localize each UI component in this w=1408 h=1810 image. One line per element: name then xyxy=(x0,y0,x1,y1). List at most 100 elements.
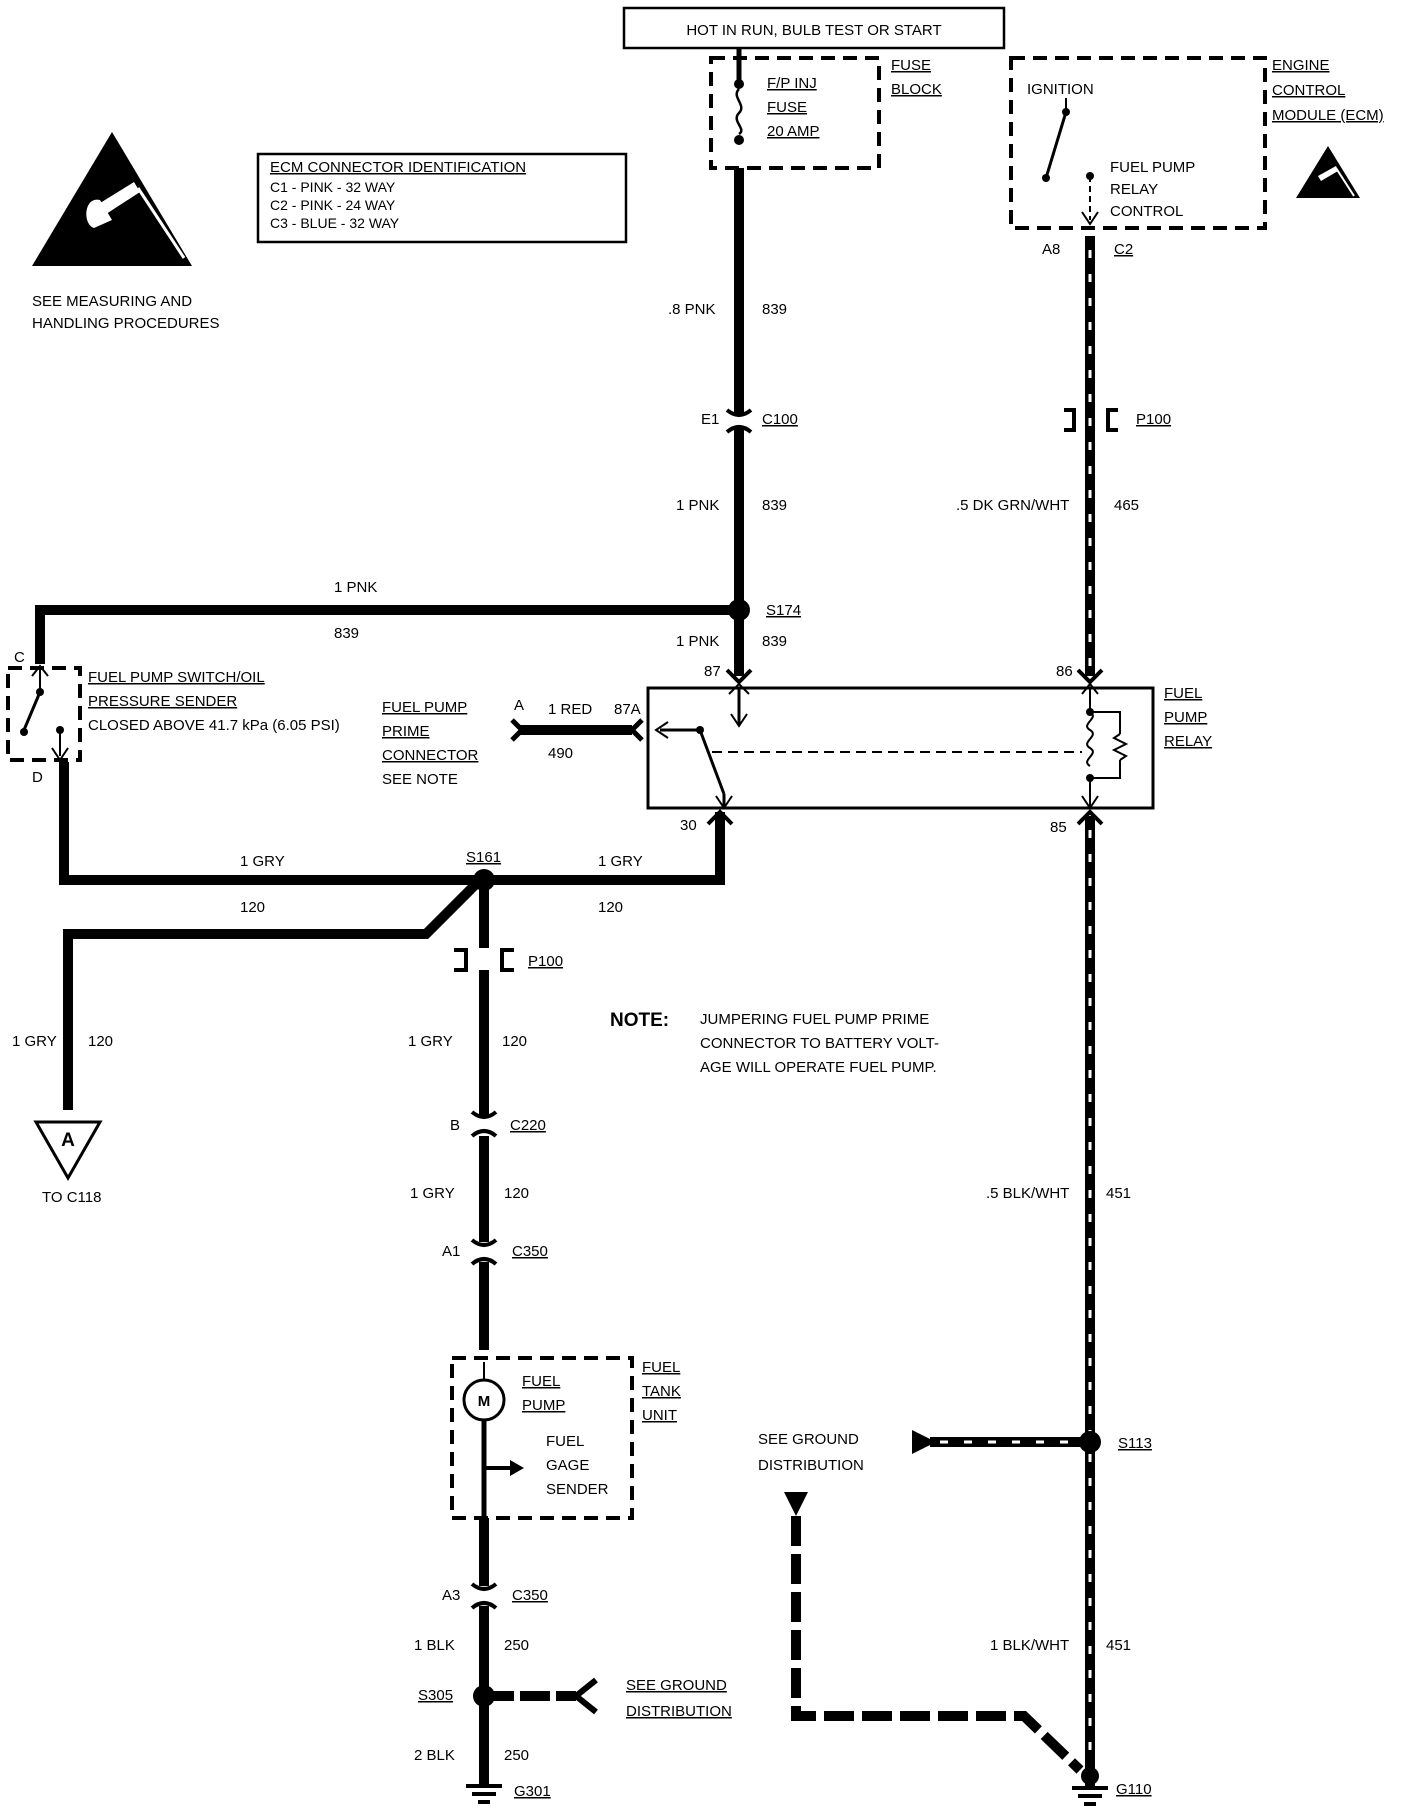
wire-120-b-gauge: 1 GRY xyxy=(598,853,643,870)
ecm-pin-a8: A8 xyxy=(1042,241,1060,258)
fuse-block-box xyxy=(709,56,881,170)
fuel-gage-label-3: SENDER xyxy=(546,1481,609,1498)
oil-switch-box xyxy=(6,666,82,762)
wire-120-c-circuit: 120 xyxy=(88,1033,113,1050)
oil-switch-icon xyxy=(20,664,69,762)
wire-839-d-circuit: 839 xyxy=(762,633,787,650)
splice-s174 xyxy=(728,599,750,621)
wire-120-e-circuit: 120 xyxy=(504,1185,529,1202)
ground-g301-icon xyxy=(466,1784,502,1804)
ecm-label-1: ENGINE xyxy=(1272,57,1330,74)
s305-ground-arrow-icon xyxy=(571,1677,598,1715)
s113-label: S113 xyxy=(1118,1435,1152,1452)
fuel-tank-unit-box xyxy=(450,1356,634,1520)
fuse-rating: 20 AMP xyxy=(767,123,820,140)
wire-839-c-circuit: 839 xyxy=(334,625,359,642)
wire-839-a-gauge: .8 PNK xyxy=(668,301,716,318)
relay-30-terminal-icon xyxy=(706,809,734,826)
prime-pin-a: A xyxy=(514,697,524,714)
fuse-name-2: FUSE xyxy=(767,99,807,116)
connector-c350-a1-icon xyxy=(470,1238,498,1266)
offpage-letter: A xyxy=(61,1130,75,1151)
p100-mid-label: P100 xyxy=(528,953,563,970)
wire-839-a-circuit: 839 xyxy=(762,301,787,318)
wire-839-b-gauge: 1 PNK xyxy=(676,497,719,514)
fuse-icon xyxy=(734,48,744,145)
relay-87-terminal-icon xyxy=(725,668,753,685)
relay-pin-87: 87 xyxy=(704,663,721,680)
g301-label: G301 xyxy=(514,1783,551,1800)
relay-86-terminal-icon xyxy=(1076,668,1104,685)
relay-pin-85: 85 xyxy=(1050,819,1067,836)
c220-label: C220 xyxy=(510,1117,546,1134)
ground-dist-1-line-1: SEE GROUND xyxy=(758,1431,859,1448)
ecm-connector-id-box xyxy=(256,152,628,244)
relay-label-1: FUEL xyxy=(1164,685,1202,702)
oil-switch-pin-c: C xyxy=(14,649,25,666)
p100-top-label: P100 xyxy=(1136,411,1171,428)
ecm-box xyxy=(1009,56,1267,230)
ground-dist-2-line-2: DISTRIBUTION xyxy=(626,1703,732,1720)
wire-839-b-circuit: 839 xyxy=(762,497,787,514)
power-source-box xyxy=(622,6,1006,50)
ground-dist-2-line-1: SEE GROUND xyxy=(626,1677,727,1694)
wire-250-b-gauge: 2 BLK xyxy=(414,1747,455,1764)
fuel-tank-label-2: TANK xyxy=(642,1383,681,1400)
relay-label-3: RELAY xyxy=(1164,733,1212,750)
splice-s305 xyxy=(473,1685,495,1707)
wire-250-a-gauge: 1 BLK xyxy=(414,1637,455,1654)
s113-ground-arrow-icon xyxy=(912,1430,936,1454)
note-line-2: CONNECTOR TO BATTERY VOLT- xyxy=(700,1035,939,1052)
fuel-gage-label-1: FUEL xyxy=(546,1433,584,1450)
fuel-tank-label-3: UNIT xyxy=(642,1407,677,1424)
esd-warning-icon xyxy=(32,132,192,266)
relay-pin-30: 30 xyxy=(680,817,697,834)
wire-451-a-gauge: .5 BLK/WHT xyxy=(986,1185,1069,1202)
wire-490-gauge: 1 RED xyxy=(548,701,592,718)
wire-839-c-gauge: 1 PNK xyxy=(334,579,377,596)
note-line-3: AGE WILL OPERATE FUEL PUMP. xyxy=(700,1059,937,1076)
c350-pin-a1: A1 xyxy=(442,1243,460,1260)
wire-465-circuit: 465 xyxy=(1114,497,1139,514)
wire-ground-bus xyxy=(791,1516,1084,1774)
c220-pin: B xyxy=(450,1117,460,1134)
ecm-relay-control-3: CONTROL xyxy=(1110,203,1183,220)
ground-g110-icon xyxy=(1072,1786,1108,1806)
fuel-tank-label-1: FUEL xyxy=(642,1359,680,1376)
prime-connector-line-4: SEE NOTE xyxy=(382,771,458,788)
relay-87a-terminal-icon xyxy=(628,718,644,742)
wire-120-a-circuit: 120 xyxy=(240,899,265,916)
power-source-label: HOT IN RUN, BULB TEST OR START xyxy=(686,22,941,39)
esd-note-line-1: SEE MEASURING AND xyxy=(32,293,192,310)
relay-coil-icon xyxy=(1081,682,1129,810)
ecm-relay-control-1: FUEL PUMP xyxy=(1110,159,1195,176)
ecm-connector-id-title: ECM CONNECTOR IDENTIFICATION xyxy=(270,159,526,176)
g110-junction xyxy=(1081,1767,1099,1785)
s174-label: S174 xyxy=(766,602,801,619)
prime-connector-line-3: CONNECTOR xyxy=(382,747,479,764)
wire-465-gauge: .5 DK GRN/WHT xyxy=(956,497,1069,514)
ecm-connector-id-row: C3 - BLUE - 32 WAY xyxy=(270,215,400,231)
splice-s113 xyxy=(1079,1431,1101,1453)
wire-120-c-gauge: 1 GRY xyxy=(12,1033,57,1050)
oil-switch-pin-d: D xyxy=(32,769,43,786)
s161-label: S161 xyxy=(466,849,501,866)
c350-b-label: C350 xyxy=(512,1587,548,1604)
wire-120-e-gauge: 1 GRY xyxy=(410,1185,455,1202)
ground-dist-arrow-icon xyxy=(784,1492,808,1516)
oil-switch-line-1: FUEL PUMP SWITCH/OIL xyxy=(88,669,265,686)
connector-p100-mid-icon xyxy=(454,948,514,972)
c100-label: C100 xyxy=(762,411,798,428)
ecm-label-2: CONTROL xyxy=(1272,82,1345,99)
relay-pin-87a: 87A xyxy=(614,701,641,718)
offpage-to-label: TO C118 xyxy=(42,1189,101,1206)
ecm-connector-id-row: C2 - PINK - 24 WAY xyxy=(270,197,396,213)
prime-connector-terminal-icon xyxy=(510,718,526,742)
wire-839-d-gauge: 1 PNK xyxy=(676,633,719,650)
fuse-block-label-2: BLOCK xyxy=(891,81,942,98)
fuel-gage-sender-icon xyxy=(484,1460,524,1476)
wire-451-b-circuit: 451 xyxy=(1106,1637,1131,1654)
fuse-name-1: F/P INJ xyxy=(767,75,817,92)
relay-contacts-icon xyxy=(654,682,1082,810)
